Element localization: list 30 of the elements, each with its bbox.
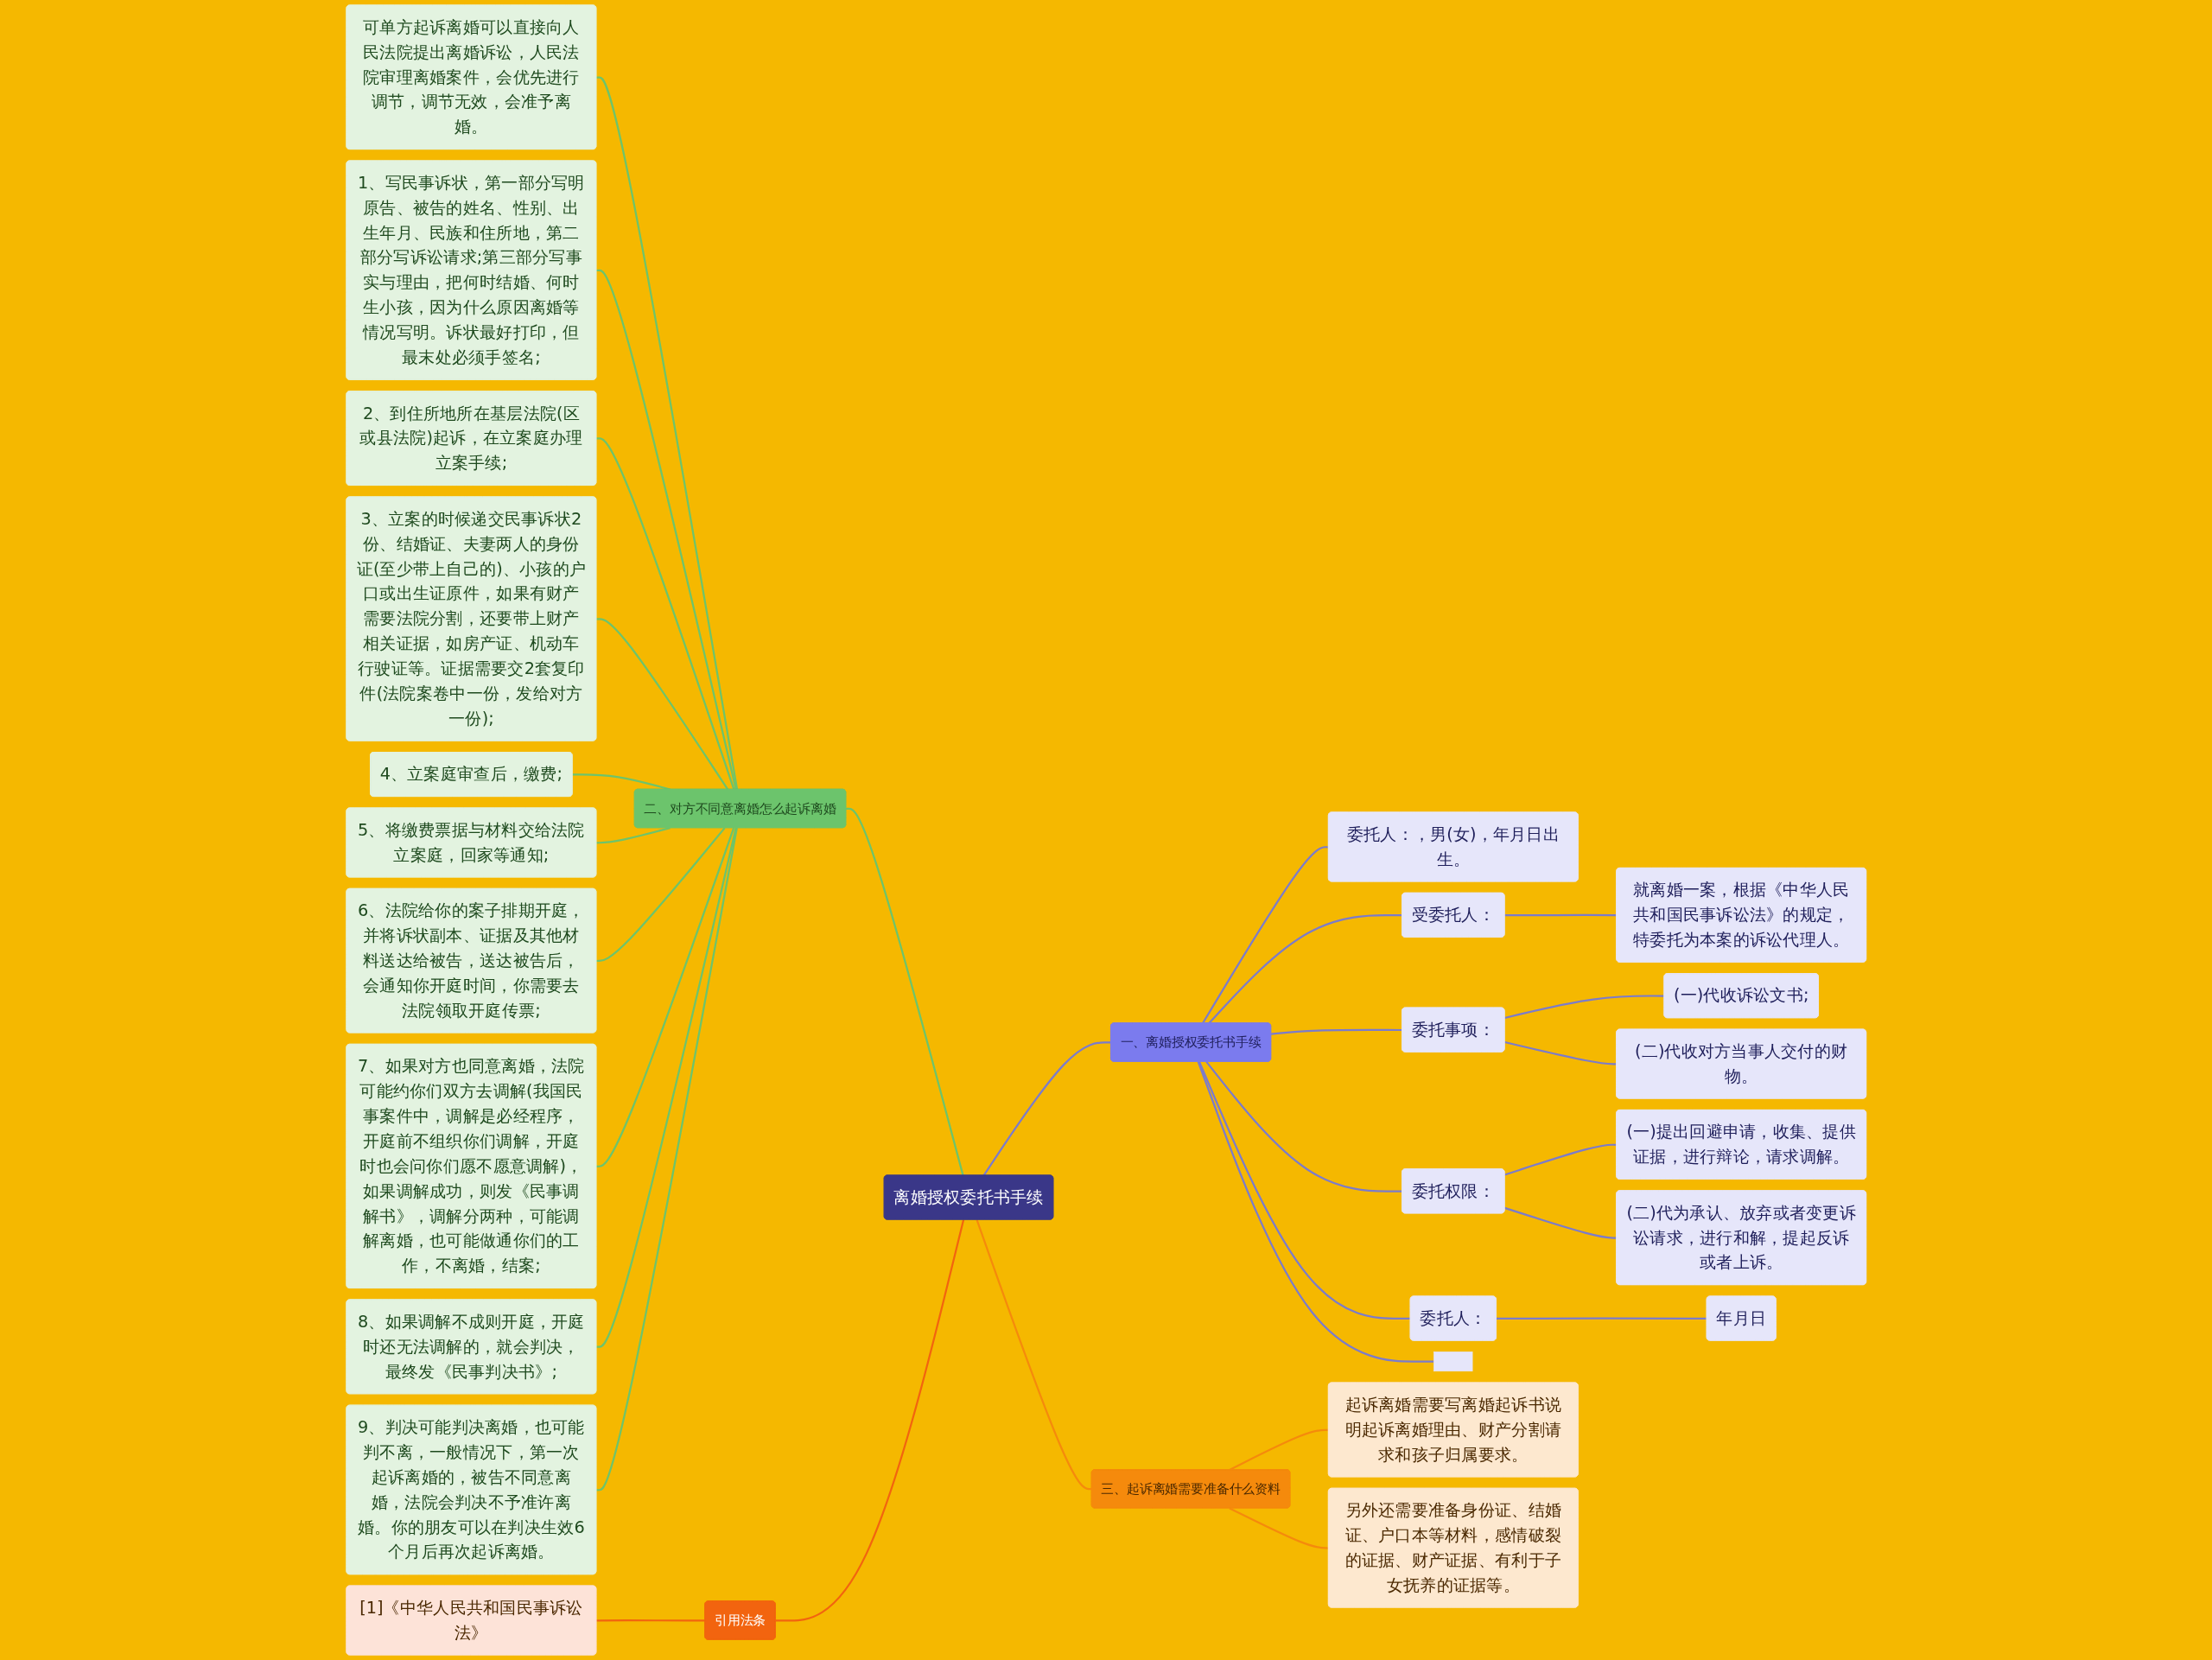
connector [595,269,737,790]
connector [595,827,737,1348]
connector [1503,1143,1617,1176]
connector [1201,846,1329,1024]
connector [595,827,734,1167]
connector [845,807,964,1176]
connector [1208,914,1402,1024]
connector [595,827,738,1491]
connector [1503,995,1664,1020]
connector [1197,1061,1434,1363]
connector [1503,1040,1617,1065]
connector [775,1219,964,1622]
connector [572,773,671,791]
connector [595,827,671,844]
connector [976,1219,1092,1491]
connector [595,1619,705,1622]
connector [595,437,735,790]
connector [1503,1206,1617,1239]
connector [595,827,726,963]
connector [1229,1428,1329,1471]
connector [595,618,728,791]
connector [1205,1061,1402,1193]
connector [1496,1317,1707,1320]
connector [1504,913,1617,917]
node-box [1433,1352,1473,1372]
connector [595,76,738,790]
connector [1229,1507,1329,1549]
connector [1270,1028,1402,1035]
connector [982,1041,1111,1176]
connector [1198,1061,1411,1320]
